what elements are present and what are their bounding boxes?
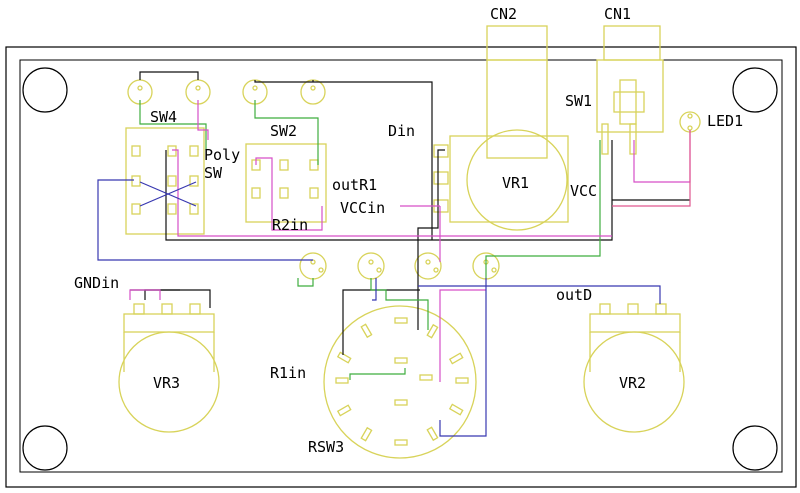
label-outd: outD bbox=[556, 286, 592, 304]
label-din: Din bbox=[388, 122, 415, 140]
labels: CN2 CN1 SW1 LED1 SW4 SW2 Din Poly SW VR1… bbox=[74, 5, 743, 456]
mounting-hole-bottom-left bbox=[22, 425, 68, 471]
vr3-potentiometer bbox=[118, 303, 220, 433]
label-vccin: VCCin bbox=[340, 199, 385, 217]
mounting-hole-top-left bbox=[22, 67, 68, 113]
led1-component bbox=[679, 111, 701, 133]
label-vr1: VR1 bbox=[502, 174, 529, 192]
label-vr3: VR3 bbox=[153, 374, 180, 392]
mounting-hole-bottom-right bbox=[732, 425, 778, 471]
board-outer-outline bbox=[5, 46, 797, 488]
label-gndin: GNDin bbox=[74, 274, 119, 292]
board-inner-outline bbox=[19, 59, 783, 473]
label-sw: SW bbox=[204, 164, 223, 182]
label-rsw3: RSW3 bbox=[308, 438, 344, 456]
label-sw4: SW4 bbox=[150, 108, 177, 126]
label-poly: Poly bbox=[204, 146, 240, 164]
rsw3-rotary-switch bbox=[323, 305, 477, 459]
rsw3-top-pads bbox=[299, 252, 500, 280]
wires-magenta bbox=[129, 100, 691, 382]
label-cn2: CN2 bbox=[490, 5, 517, 23]
wires-pink bbox=[612, 130, 691, 207]
mounting-hole-top-right bbox=[732, 67, 778, 113]
cn2-connector bbox=[486, 25, 548, 159]
wires-blue bbox=[97, 179, 661, 437]
label-outr1: outR1 bbox=[332, 176, 377, 194]
vr2-potentiometer bbox=[583, 303, 685, 433]
wires-green bbox=[139, 100, 601, 380]
label-sw2: SW2 bbox=[270, 122, 297, 140]
label-r2in: R2in bbox=[272, 216, 308, 234]
wires-black bbox=[130, 71, 690, 355]
cn1-connector bbox=[596, 25, 664, 155]
label-vr2: VR2 bbox=[619, 374, 646, 392]
label-vcc: VCC bbox=[570, 182, 597, 200]
label-r1in: R1in bbox=[270, 364, 306, 382]
label-cn1: CN1 bbox=[604, 5, 631, 23]
sw4-body bbox=[125, 127, 205, 235]
label-led1: LED1 bbox=[707, 112, 743, 130]
label-sw1: SW1 bbox=[565, 92, 592, 110]
vr1-potentiometer bbox=[433, 129, 569, 231]
sw2-body bbox=[245, 143, 327, 223]
